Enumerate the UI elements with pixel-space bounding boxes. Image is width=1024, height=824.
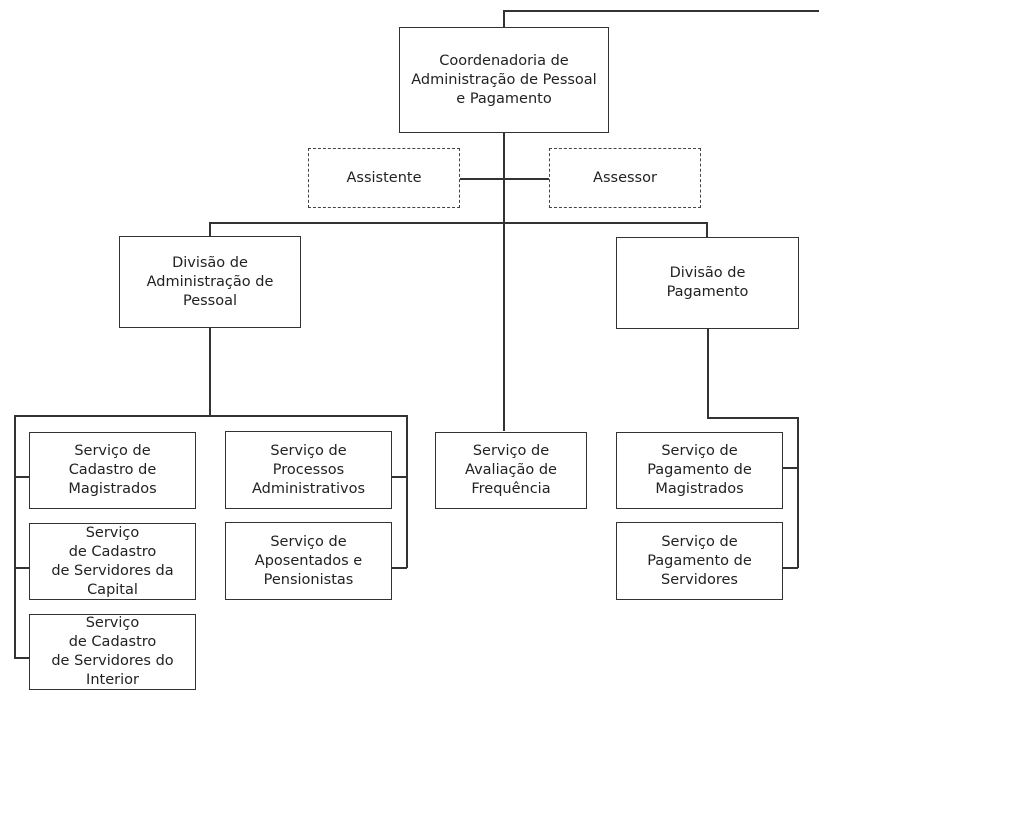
connector-line xyxy=(706,222,708,238)
connector-line xyxy=(459,178,550,180)
servico-processos-administrativos-label: Serviço de Processos Administrativos xyxy=(251,442,366,497)
connector-line xyxy=(14,476,30,478)
servico-pagamento-magistrados-label: Serviço de Pagamento de Magistrados xyxy=(647,443,752,497)
connector-line xyxy=(209,222,211,237)
connector-line xyxy=(406,415,408,568)
connector-line xyxy=(14,567,30,569)
connector-line xyxy=(503,132,505,431)
assistente-box: Assistente xyxy=(308,148,460,208)
connector-line xyxy=(503,10,505,27)
servico-pagamento-servidores-box: Serviço de Pagamento de Servidores xyxy=(616,522,783,600)
connector-line xyxy=(503,10,819,12)
servico-avaliacao-frequencia-box: Serviço de Avaliação de Frequência xyxy=(435,432,587,509)
divisao-administracao-box: Divisão de Administração de Pessoal xyxy=(119,236,301,328)
divisao-pagamento-label: Divisão de Pagamento xyxy=(666,265,749,300)
coordenadoria-label: Coordenadoria de Administração de Pessoa… xyxy=(411,52,597,107)
divisao-administracao-label: Divisão de Administração de Pessoal xyxy=(146,254,274,309)
connector-line xyxy=(391,567,407,569)
connector-line xyxy=(782,567,798,569)
connector-line xyxy=(782,467,798,469)
coordenadoria-box: Coordenadoria de Administração de Pessoa… xyxy=(399,27,609,133)
connector-line xyxy=(14,657,30,659)
assistente-label: Assistente xyxy=(346,169,422,186)
assessor-label: Assessor xyxy=(593,169,657,186)
connector-line xyxy=(209,327,211,416)
servico-cadastro-servidores-interior-label: Serviço de Cadastro de Servidores do Int… xyxy=(51,615,174,688)
servico-aposentados-pensionistas-box: Serviço de Aposentados e Pensionistas xyxy=(225,522,392,600)
connector-line xyxy=(14,415,407,417)
servico-avaliacao-frequencia-label: Serviço de Avaliação de Frequência xyxy=(465,443,557,497)
divisao-pagamento-box: Divisão de Pagamento xyxy=(616,237,799,329)
servico-pagamento-servidores-label: Serviço de Pagamento de Servidores xyxy=(647,533,752,588)
servico-cadastro-magistrados-label: Serviço de Cadastro de Magistrados xyxy=(68,443,157,497)
servico-cadastro-servidores-capital-box: Serviço de Cadastro de Servidores da Cap… xyxy=(29,523,196,600)
servico-aposentados-pensionistas-label: Serviço de Aposentados e Pensionistas xyxy=(254,533,363,588)
connector-line xyxy=(707,417,798,419)
connector-line xyxy=(391,476,407,478)
servico-processos-administrativos-box: Serviço de Processos Administrativos xyxy=(225,431,392,509)
servico-cadastro-servidores-capital-label: Serviço de Cadastro de Servidores da Cap… xyxy=(51,524,174,598)
servico-pagamento-magistrados-box: Serviço de Pagamento de Magistrados xyxy=(616,432,783,509)
connector-line xyxy=(14,415,16,658)
servico-cadastro-servidores-interior-box: Serviço de Cadastro de Servidores do Int… xyxy=(29,614,196,690)
assessor-box: Assessor xyxy=(549,148,701,208)
connector-line xyxy=(707,328,709,418)
connector-line xyxy=(797,417,799,568)
connector-line xyxy=(209,222,707,224)
servico-cadastro-magistrados-box: Serviço de Cadastro de Magistrados xyxy=(29,432,196,509)
